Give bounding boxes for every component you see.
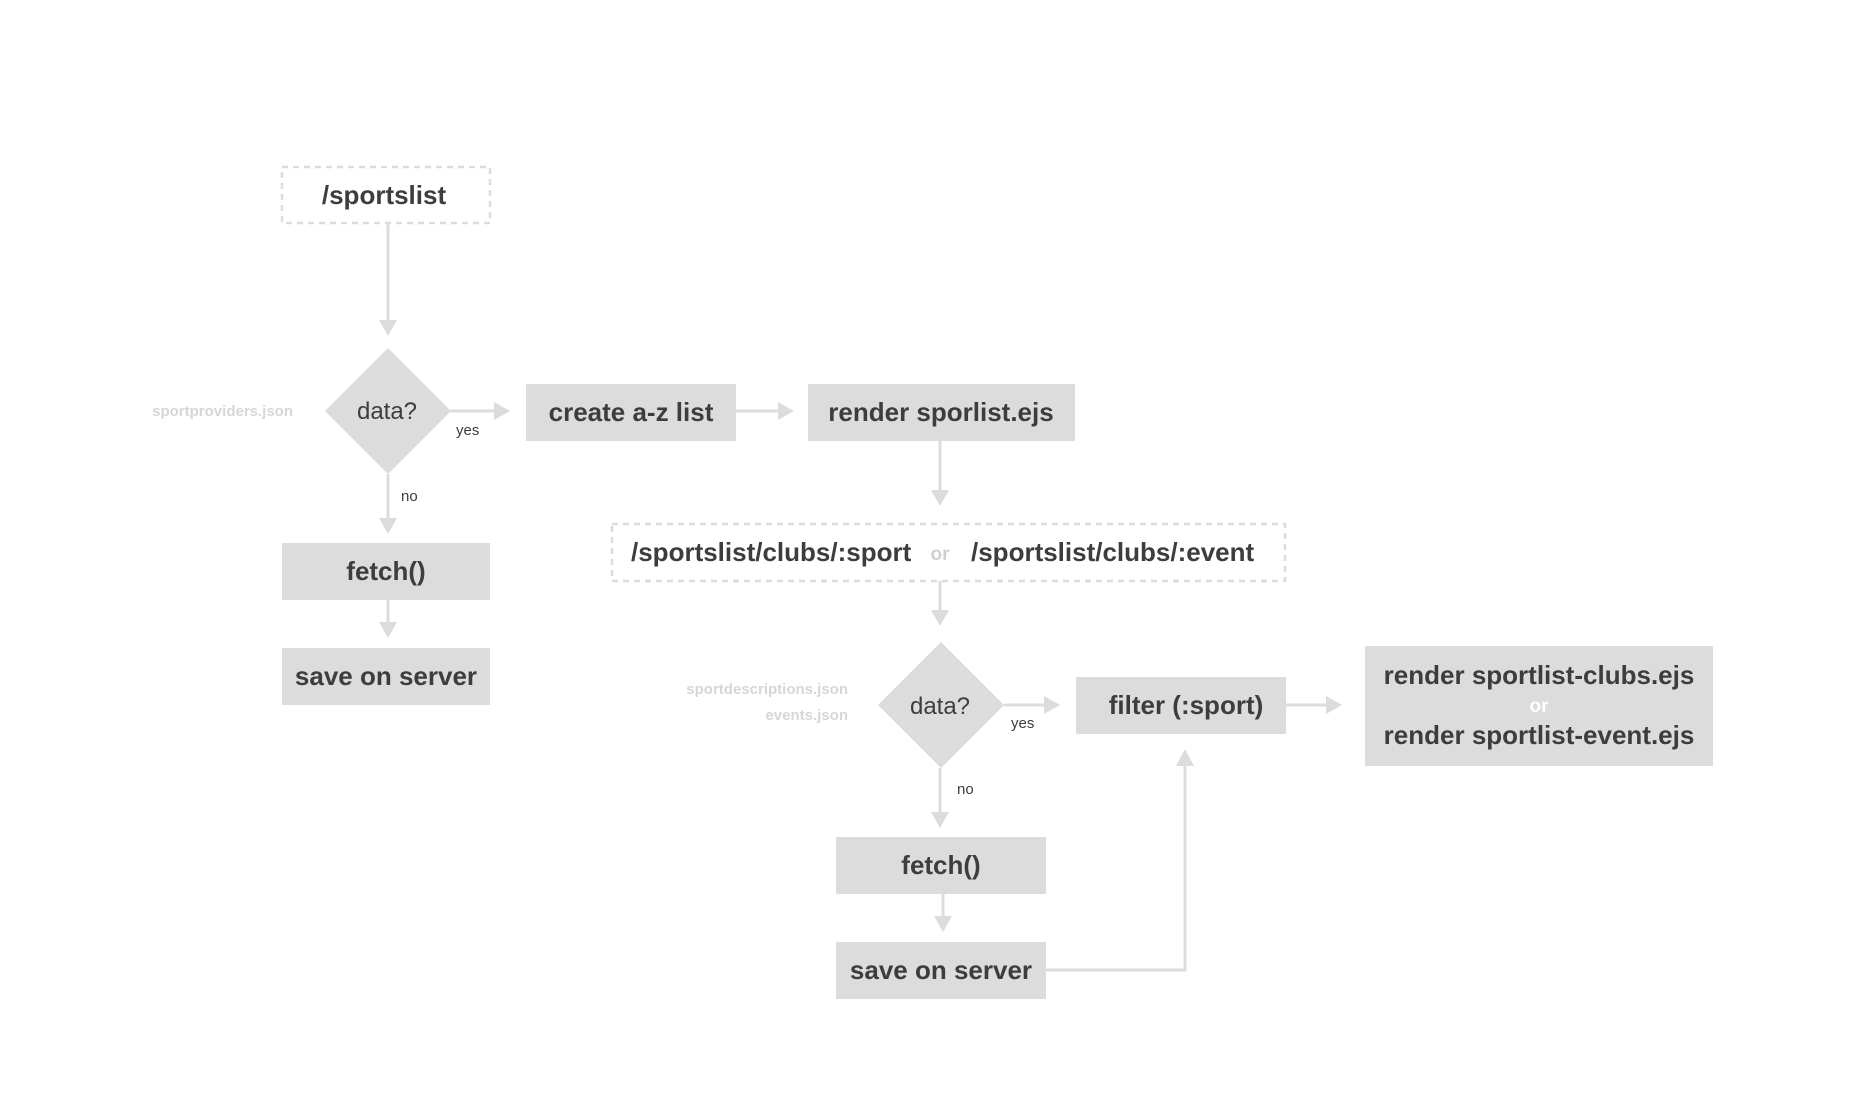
edge-save-to-filter xyxy=(1046,764,1187,972)
route-label: /sportslist xyxy=(322,180,447,210)
arrowhead xyxy=(931,610,949,626)
arrowhead xyxy=(1044,696,1060,714)
arrowhead xyxy=(1176,749,1194,766)
process-label: fetch() xyxy=(901,850,980,880)
decision-label: data? xyxy=(357,398,417,425)
arrowhead xyxy=(379,518,397,534)
arrowhead xyxy=(931,490,949,506)
save-on-server-node-1: save on server xyxy=(282,648,490,705)
render-clubs-label: render sportlist-clubs.ejs xyxy=(1384,660,1695,690)
sportproviders-source-label: sportproviders.json xyxy=(152,403,293,420)
arrowhead xyxy=(934,916,952,932)
process-box xyxy=(1365,646,1713,766)
process-box xyxy=(808,384,1075,441)
render-or-label: or xyxy=(1530,696,1550,717)
process-label: create a-z list xyxy=(549,397,714,427)
render-event-label: render sportlist-event.ejs xyxy=(1384,720,1695,750)
create-az-list-node: create a-z list xyxy=(526,384,736,441)
fetch-node-1: fetch() xyxy=(282,543,490,600)
yes-label-1: yes xyxy=(456,422,479,439)
arrowhead xyxy=(931,812,949,828)
process-box xyxy=(836,942,1046,999)
process-box xyxy=(836,837,1046,894)
arrowhead xyxy=(1326,696,1342,714)
connectors xyxy=(379,223,1342,972)
sportdescriptions-source-label: sportdescriptions.json xyxy=(686,681,848,698)
process-label: render sporlist.ejs xyxy=(828,397,1053,427)
render-clubs-event-node: render sportlist-clubs.ejs or render spo… xyxy=(1365,646,1713,766)
decision-diamond xyxy=(325,348,451,474)
process-label: save on server xyxy=(295,661,477,691)
fetch-node-2: fetch() xyxy=(836,837,1046,894)
arrowhead xyxy=(778,402,794,420)
route-frame xyxy=(610,522,1287,583)
process-box xyxy=(282,648,490,705)
data-decision-1: data? xyxy=(325,348,451,474)
arrowhead xyxy=(494,402,510,420)
no-label-1: no xyxy=(401,488,418,505)
events-source-label: events.json xyxy=(765,707,848,724)
process-box xyxy=(1076,677,1286,734)
sportslist-route-node: /sportslist xyxy=(280,165,492,225)
clubs-event-route-label: /sportslist/clubs/:event xyxy=(971,537,1255,567)
arrowhead xyxy=(379,320,397,336)
process-label: fetch() xyxy=(346,556,425,586)
data-decision-2: data? xyxy=(878,642,1004,768)
process-box xyxy=(282,543,490,600)
process-label: save on server xyxy=(850,955,1032,985)
decision-label: data? xyxy=(910,693,970,720)
clubs-route-node: /sportslist/clubs/:sport or /sportslist/… xyxy=(610,522,1287,583)
decision-diamond xyxy=(878,642,1004,768)
save-on-server-node-2: save on server xyxy=(836,942,1046,999)
render-sporlist-node: render sporlist.ejs xyxy=(808,384,1075,441)
no-label-2: no xyxy=(957,781,974,798)
arrowhead xyxy=(379,622,397,638)
process-box xyxy=(526,384,736,441)
route-or-label: or xyxy=(931,544,951,565)
process-label: filter (:sport) xyxy=(1109,690,1264,720)
clubs-sport-route-label: /sportslist/clubs/:sport xyxy=(631,537,912,567)
yes-label-2: yes xyxy=(1011,715,1034,732)
filter-sport-node: filter (:sport) xyxy=(1076,677,1286,734)
route-frame xyxy=(280,165,492,225)
